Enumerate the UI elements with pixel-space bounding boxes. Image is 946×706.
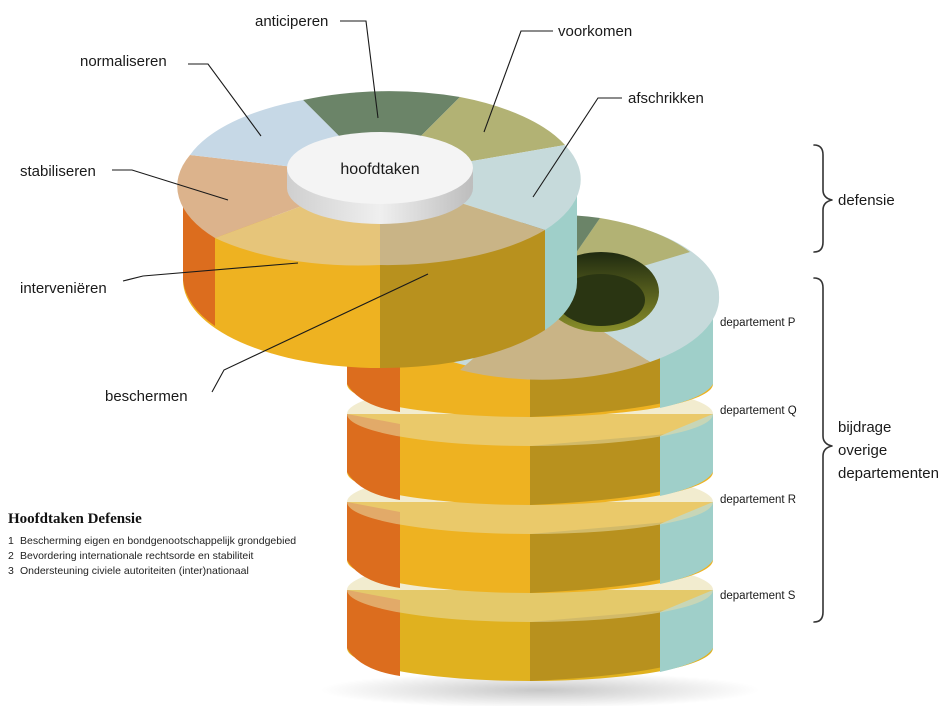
leader-beschermen bbox=[211, 273, 429, 393]
label-afschrikken: afschrikken bbox=[628, 90, 704, 107]
braces: defensie bijdrage overige departementen bbox=[813, 144, 939, 623]
leader-intervenieren bbox=[122, 262, 299, 282]
label-intervenieren: interveniëren bbox=[20, 280, 107, 297]
legend-item: 1 Bescherming eigen en bondgenootschappel… bbox=[8, 534, 368, 549]
legend-item-text: Bescherming eigen en bondgenootschappeli… bbox=[20, 535, 297, 547]
segment-labels: anticiperen voorkomen normaliseren afsch… bbox=[20, 13, 704, 405]
label-departement-p: departement P bbox=[720, 317, 796, 329]
legend: Hoofdtaken Defensie 1 Bescherming eigen e… bbox=[8, 511, 368, 579]
legend-item: 3 Ondersteuning civiele autoriteiten (int… bbox=[8, 564, 368, 579]
legend-list: 1 Bescherming eigen en bondgenootschappel… bbox=[8, 534, 368, 579]
label-departement-s: departement S bbox=[720, 590, 796, 602]
legend-item-number: 3 bbox=[8, 565, 14, 577]
cylinder-shadow bbox=[320, 672, 760, 706]
department-labels: departement P departement Q departement … bbox=[720, 317, 797, 602]
label-bijdrage-line3: departementen bbox=[838, 465, 939, 482]
label-beschermen: beschermen bbox=[105, 388, 188, 405]
hub-label: hoofdtaken bbox=[340, 161, 419, 178]
label-stabiliseren: stabiliseren bbox=[20, 163, 96, 180]
legend-item-text: Bevordering internationale rechtsorde en… bbox=[20, 550, 254, 562]
label-departement-r: departement R bbox=[720, 494, 796, 506]
leader-anticiperen bbox=[340, 20, 379, 119]
label-bijdrage-line1: bijdrage bbox=[838, 419, 891, 436]
legend-item-number: 2 bbox=[8, 550, 14, 562]
leader-afschrikken bbox=[532, 97, 622, 198]
label-departement-q: departement Q bbox=[720, 405, 797, 417]
legend-item-number: 1 bbox=[8, 535, 14, 547]
brace-bijdrage bbox=[813, 277, 833, 623]
defensie-cylinder: hoofdtaken bbox=[177, 91, 581, 369]
label-defensie: defensie bbox=[838, 192, 895, 209]
label-normaliseren: normaliseren bbox=[80, 53, 167, 70]
segment-afschrikken bbox=[380, 145, 581, 230]
label-bijdrage-line2: overige bbox=[838, 442, 887, 459]
label-anticiperen: anticiperen bbox=[255, 13, 328, 30]
legend-item-text: Ondersteuning civiele autoriteiten (inte… bbox=[20, 565, 249, 577]
leader-voorkomen bbox=[483, 30, 553, 133]
legend-title: Hoofdtaken Defensie bbox=[8, 511, 142, 527]
leader-normaliseren bbox=[188, 63, 262, 137]
brace-defensie bbox=[813, 144, 833, 253]
hub-disc: hoofdtaken bbox=[287, 132, 473, 224]
legend-item: 2 Bevordering internationale rechtsorde e… bbox=[8, 549, 368, 564]
leader-stabiliseren bbox=[112, 169, 229, 201]
label-voorkomen: voorkomen bbox=[558, 23, 632, 40]
